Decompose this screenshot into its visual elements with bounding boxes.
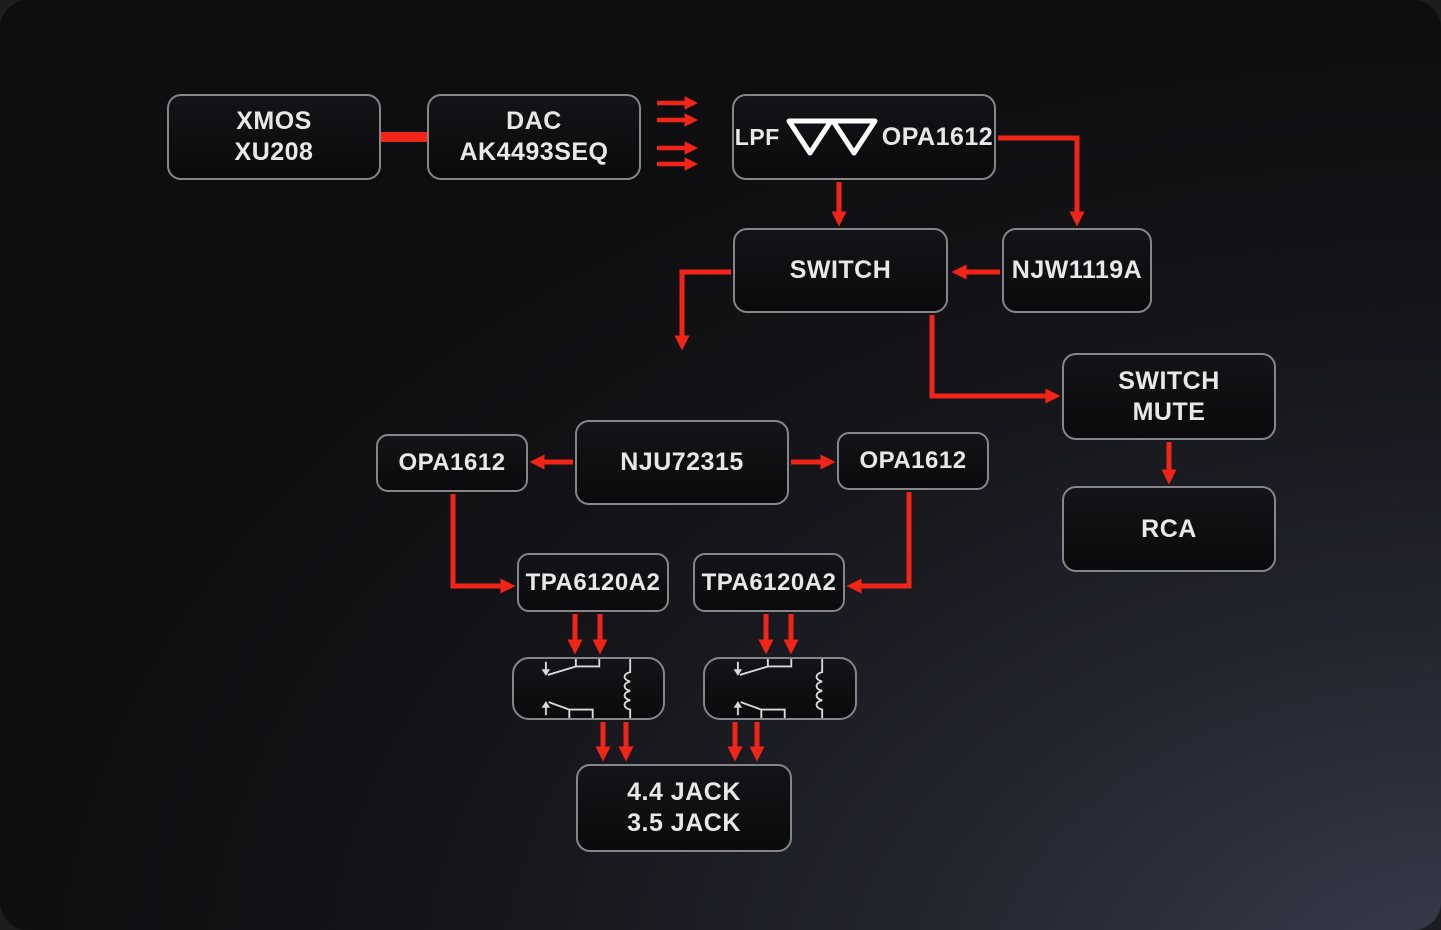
node-tpa6120a2-left: TPA6120A2	[517, 553, 669, 612]
node-label: OPA1612	[398, 449, 506, 477]
node-label: TPA6120A2	[525, 568, 661, 596]
node-label-line: MUTE	[1132, 397, 1206, 426]
node-label: RCA	[1141, 514, 1197, 543]
lpf-chip-label: OPA1612	[881, 122, 994, 151]
edge-switch-nju	[674, 269, 731, 351]
node-label-line: 3.5 JACK	[627, 809, 741, 837]
edge-lpf-njw	[998, 135, 1085, 227]
node-xmos-xu208: XMOS XU208	[167, 94, 381, 180]
node-label-line: XU208	[234, 138, 314, 166]
edge-dac-lpf-quad	[657, 96, 699, 171]
node-lpf-opa1612: LPF OPA1612	[732, 94, 996, 180]
node-headphone-jacks: 4.4 JACK 3.5 JACK	[576, 764, 792, 852]
edge-oparight-tparight	[846, 492, 912, 594]
node-opa1612-left: OPA1612	[376, 434, 528, 492]
node-label-line: 4.4 JACK	[627, 778, 741, 806]
node-njw1119a: NJW1119A	[1002, 228, 1152, 313]
node-label: NJU72315	[620, 448, 744, 476]
node-label-line: DAC	[506, 107, 562, 135]
node-tpa6120a2-right: TPA6120A2	[693, 553, 845, 612]
edge-switch-mute	[929, 315, 1061, 404]
node-opa1612-right: OPA1612	[837, 432, 989, 490]
node-label-line: XMOS	[236, 107, 312, 135]
node-label-line: SWITCH	[1118, 366, 1220, 395]
edge-relayleft-jack	[595, 722, 634, 762]
node-label: TPA6120A2	[701, 568, 837, 596]
lpf-label: LPF	[734, 123, 780, 150]
edge-tparight-relayright	[758, 614, 799, 655]
node-switch-mute: SWITCH MUTE	[1062, 353, 1276, 440]
node-relay-left	[512, 657, 665, 720]
edge-relayright-jack	[727, 722, 765, 762]
relay-coil-icon	[541, 659, 632, 718]
node-nju72315: NJU72315	[575, 420, 789, 505]
edge-tpaleft-relayleft	[567, 614, 608, 655]
node-label: NJW1119A	[1011, 256, 1143, 284]
node-rca: RCA	[1062, 486, 1276, 572]
edge-opaleft-tpaleft	[450, 494, 516, 594]
node-label-line: AK4493SEQ	[459, 138, 609, 166]
lowpass-filter-triangles-icon	[786, 118, 878, 156]
node-label: OPA1612	[859, 447, 967, 475]
node-switch: SWITCH	[733, 228, 948, 313]
node-dac-ak4493seq: DAC AK4493SEQ	[427, 94, 641, 180]
node-relay-right	[703, 657, 857, 720]
relay-coil-icon	[733, 659, 823, 718]
node-label: SWITCH	[789, 256, 892, 284]
